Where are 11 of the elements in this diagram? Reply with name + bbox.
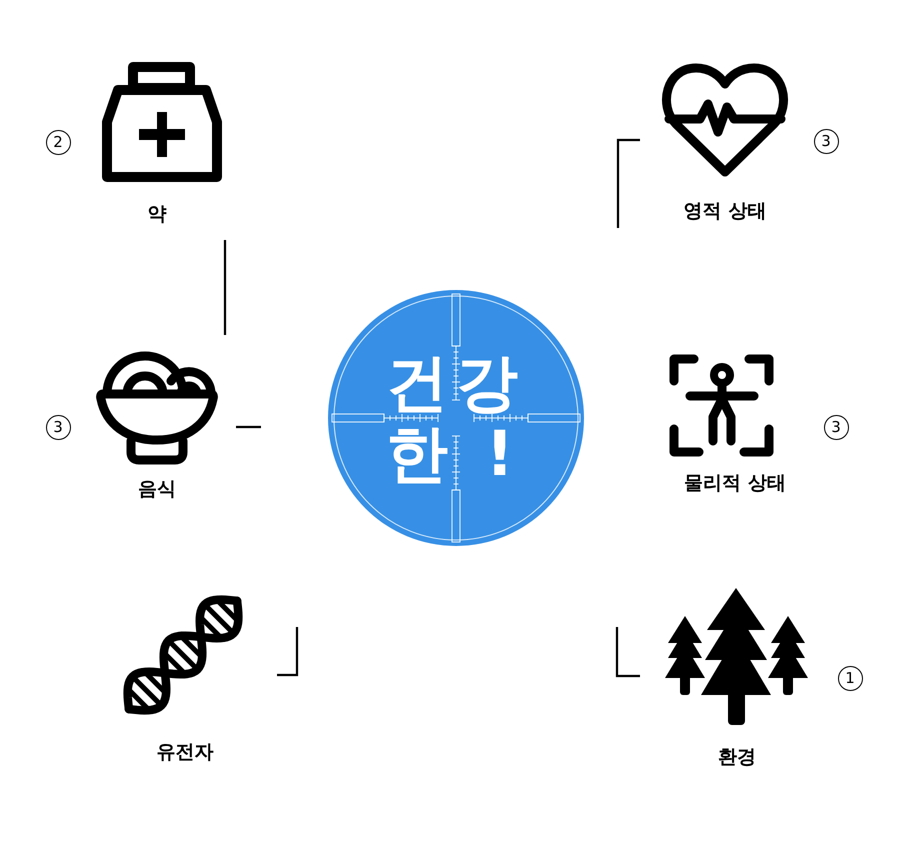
node-label: 음식 [138, 477, 176, 501]
circled-number: 2 [46, 130, 70, 154]
node-label: 영적 상태 [684, 199, 766, 223]
circled-number: 3 [46, 414, 70, 440]
node-label: 환경 [718, 745, 756, 769]
node-label: 유전자 [156, 740, 214, 764]
node-label: 약 [148, 202, 166, 226]
circled-number: 1 [838, 666, 862, 690]
circled-number: 3 [814, 128, 838, 154]
node-label: 물리적 상태 [684, 471, 786, 495]
circled-number: 3 [824, 414, 848, 440]
